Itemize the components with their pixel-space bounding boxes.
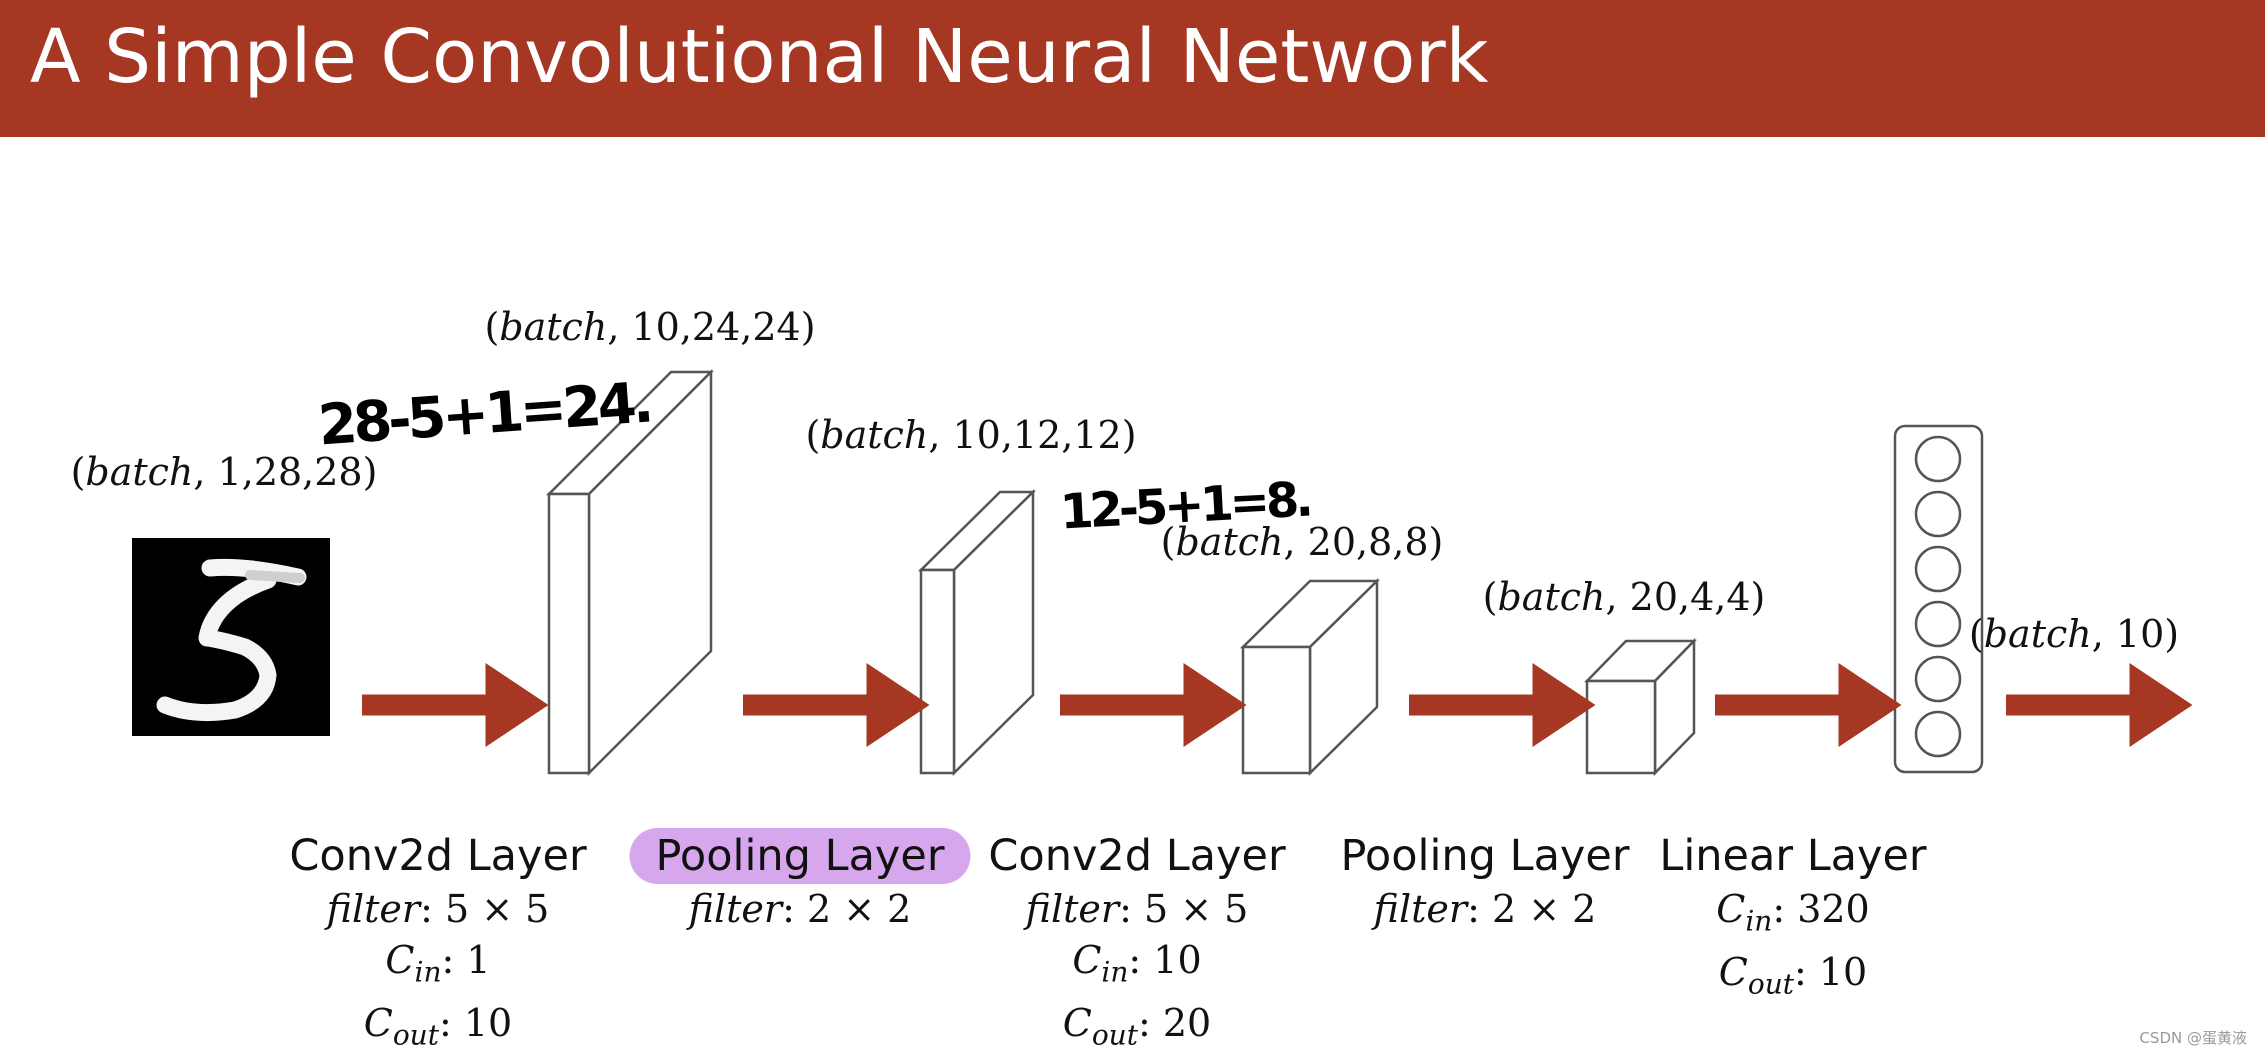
layer-conv1-cin: Cin: 1	[385, 938, 491, 989]
layer-conv2: Conv2d Layer filter: 5 × 5 Cin: 10 Cout:…	[988, 828, 1285, 1060]
layer-pool2-filter: filter: 2 × 2	[1373, 887, 1597, 931]
shape-label-conv2: (batch, 20,8,8)	[1160, 520, 1444, 564]
feature-map-pool2	[1584, 637, 1697, 777]
layer-conv1-cout: Cout: 10	[363, 1000, 513, 1052]
layer-conv2-filter: filter: 5 × 5	[1025, 887, 1249, 931]
layer-conv1: Conv2d Layer filter: 5 × 5 Cin: 1 Cout: …	[289, 828, 586, 1060]
layer-linear: Linear Layer Cin: 320 Cout: 10	[1659, 828, 1926, 1009]
layer-conv1-filter: filter: 5 × 5	[326, 887, 550, 931]
layer-pool2-name: Pooling Layer	[1340, 831, 1630, 881]
mnist-digit-five-image	[132, 538, 330, 736]
layer-pool1: Pooling Layer filter: 2 × 2	[629, 828, 971, 935]
shape-label-output: (batch, 10)	[1968, 612, 2180, 656]
layer-pool2: Pooling Layer filter: 2 × 2	[1340, 828, 1629, 935]
shape-label-conv1: (batch, 10,24,24)	[484, 305, 816, 349]
layer-pool1-name: Pooling Layer	[629, 828, 971, 884]
layer-conv1-name: Conv2d Layer	[289, 831, 587, 881]
feature-map-conv1	[545, 368, 715, 777]
feature-map-conv2	[1239, 578, 1381, 776]
layer-linear-cin: Cin: 320	[1716, 887, 1870, 938]
slide-title: A Simple Convolutional Neural Network	[30, 14, 1489, 100]
title-bar: A Simple Convolutional Neural Network	[0, 0, 2265, 137]
layer-conv2-cin: Cin: 10	[1072, 938, 1202, 989]
feature-map-pool1	[917, 489, 1037, 776]
layer-linear-cout: Cout: 10	[1718, 949, 1868, 1001]
shape-label-pool1: (batch, 10,12,12)	[805, 413, 1137, 457]
layer-linear-name: Linear Layer	[1659, 831, 1927, 881]
shape-label-pool2: (batch, 20,4,4)	[1482, 575, 1766, 619]
layer-conv2-name: Conv2d Layer	[988, 831, 1286, 881]
watermark: CSDN @蛋黄液	[2139, 1029, 2247, 1047]
layer-pool1-filter: filter: 2 × 2	[688, 887, 912, 931]
layer-conv2-cout: Cout: 20	[1062, 1000, 1212, 1052]
neuron-column	[1893, 424, 1984, 774]
shape-label-input: (batch, 1,28,28)	[70, 450, 378, 494]
